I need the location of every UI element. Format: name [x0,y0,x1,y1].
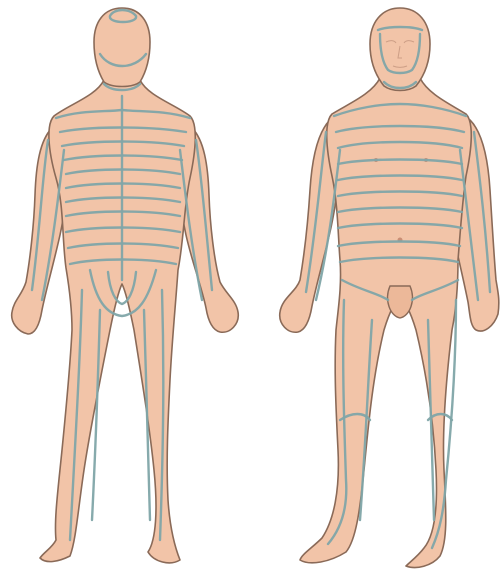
back-head [94,8,150,87]
genitals [388,286,413,318]
front-view-figure [280,8,499,568]
back-view-figure [12,8,239,563]
back-dermatome-lines [32,10,212,540]
front-head [370,8,430,91]
